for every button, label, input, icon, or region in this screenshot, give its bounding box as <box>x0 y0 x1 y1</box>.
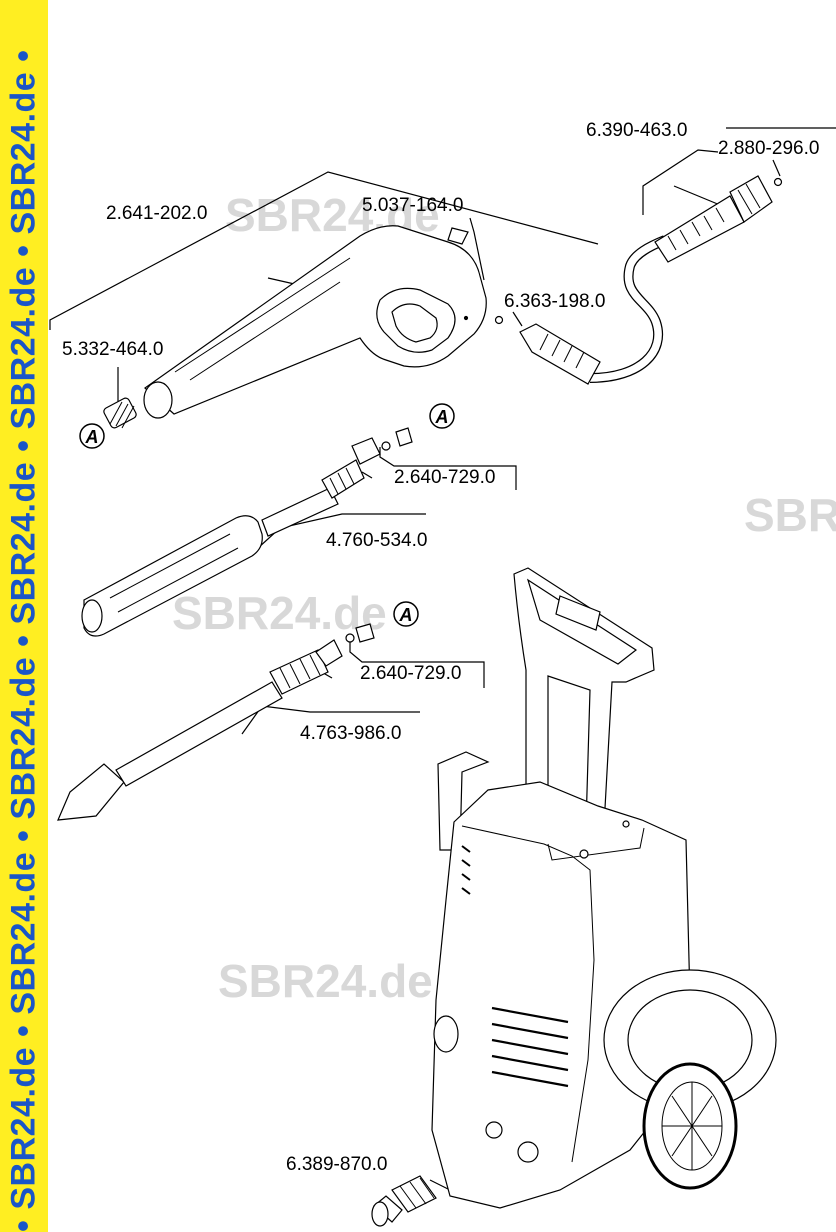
part-number-nozzle-upper: 2.640-729.0 <box>394 467 496 488</box>
reference-marker: A <box>393 601 419 627</box>
leader-line <box>772 159 781 177</box>
leader-line <box>361 471 373 479</box>
part-number-clip: 5.037-164.0 <box>362 195 464 216</box>
leader-line <box>241 705 420 735</box>
leader-line <box>257 513 426 549</box>
part-number-coupling: 6.389-870.0 <box>286 1154 388 1175</box>
svg-text:A: A <box>85 427 99 447</box>
part-number-spring: 5.332-464.0 <box>62 339 164 360</box>
svg-text:A: A <box>399 605 413 625</box>
spray-gun-handle <box>143 225 487 419</box>
sidebar-banner: • SBR24.de • SBR24.de • SBR24.de • SBR24… <box>0 0 48 1232</box>
part-number-gun-handle: 2.641-202.0 <box>106 203 208 224</box>
vario-power-lance <box>81 427 413 637</box>
leader-line <box>673 185 721 206</box>
part-number-dirt-lance: 4.763-986.0 <box>300 723 402 744</box>
part-number-vario-lance: 4.760-534.0 <box>326 530 428 551</box>
part-number-hose: 6.390-463.0 <box>586 120 688 141</box>
reference-marker: A <box>79 423 105 449</box>
watermark: SBR <box>744 489 836 541</box>
spring <box>103 397 137 429</box>
leader-line <box>349 642 485 688</box>
watermark: SBR24.de <box>218 955 433 1007</box>
dirt-blaster-lance <box>57 623 375 821</box>
pressure-washer-unit <box>431 567 777 1209</box>
leader-line <box>49 171 599 330</box>
part-number-hose-end: 2.880-296.0 <box>718 138 820 159</box>
watermark: SBR24.de <box>172 587 387 639</box>
reference-marker: A <box>429 403 455 429</box>
part-number-oring: 6.363-198.0 <box>504 291 606 312</box>
high-pressure-hose <box>494 175 783 385</box>
garden-hose-coupling <box>371 1175 437 1227</box>
svg-text:A: A <box>435 407 449 427</box>
part-number-nozzle-lower: 2.640-729.0 <box>360 663 462 684</box>
leader-line <box>512 311 523 327</box>
leader-line <box>469 217 485 281</box>
leader-line <box>642 149 719 215</box>
